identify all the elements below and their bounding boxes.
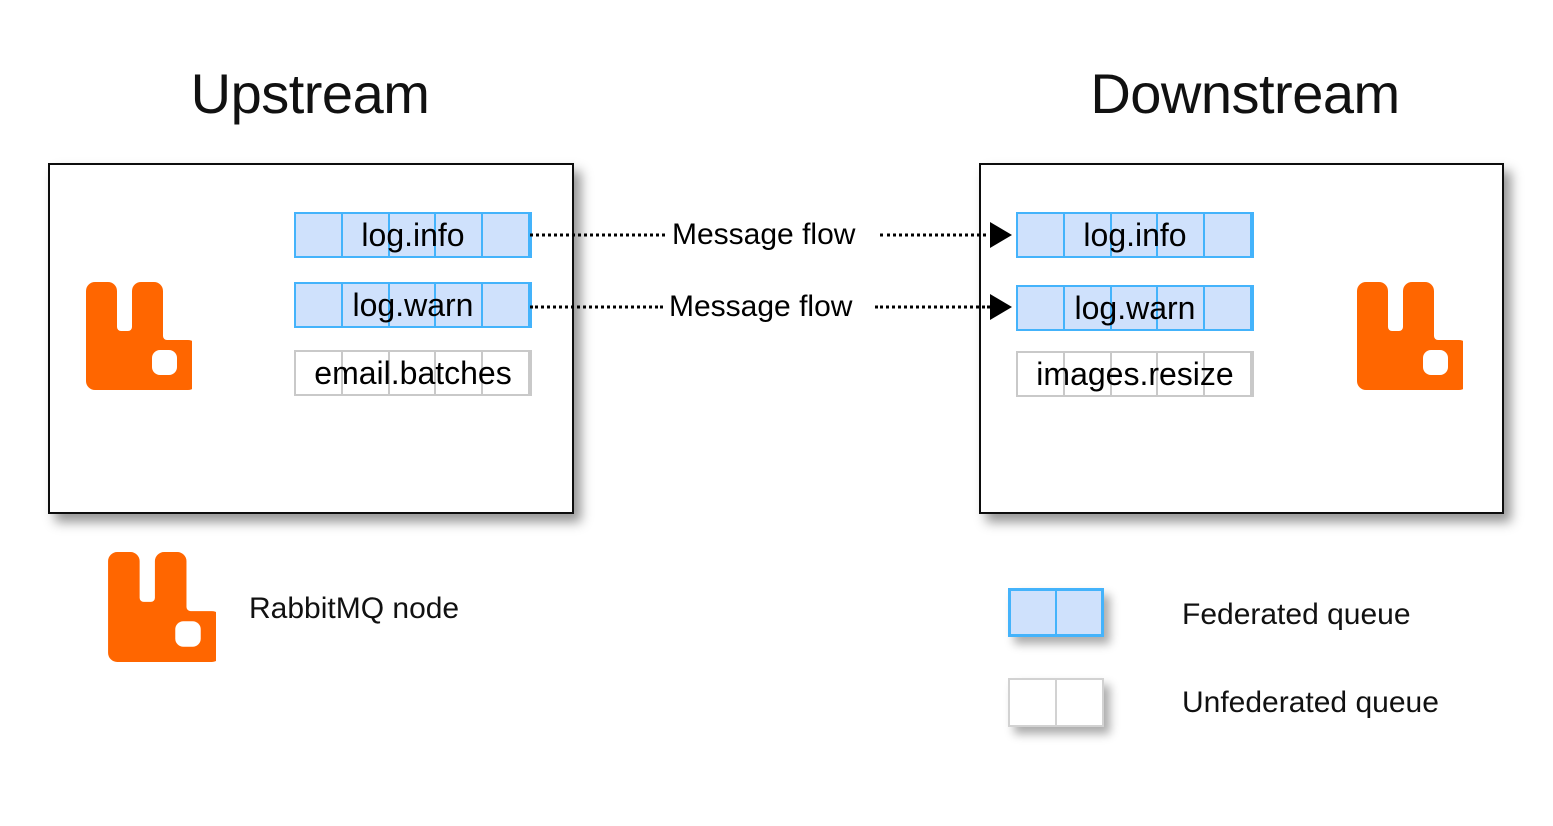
queue-cell bbox=[1018, 287, 1065, 329]
legend-unfederated-queue-swatch bbox=[1008, 678, 1104, 727]
legend-rabbitmq-logo-icon bbox=[108, 552, 216, 662]
queue-cell bbox=[1065, 214, 1112, 256]
queue-cell bbox=[296, 284, 343, 326]
flow-dotted-line-right bbox=[875, 305, 990, 309]
queue-email-batches-upstream[interactable]: email.batches bbox=[294, 350, 532, 396]
downstream-title: Downstream bbox=[1090, 62, 1400, 125]
flow-arrow-icon bbox=[990, 294, 1012, 320]
queue-cell bbox=[1205, 353, 1252, 395]
flow-dotted-line-left bbox=[530, 305, 663, 309]
queue-cell bbox=[1065, 287, 1112, 329]
legend-label-federated-queue: Federated queue bbox=[1182, 598, 1411, 631]
legend-label-unfederated-queue: Unfederated queue bbox=[1182, 686, 1439, 719]
upstream-title: Upstream bbox=[190, 62, 430, 125]
queue-log-warn-upstream[interactable]: log.warn bbox=[294, 282, 532, 328]
queue-cell bbox=[1158, 353, 1206, 395]
queue-log-warn-downstream[interactable]: log.warn bbox=[1016, 285, 1254, 331]
queue-cell bbox=[1112, 214, 1159, 256]
message-flow-label: Message flow bbox=[672, 218, 856, 251]
queue-log-info-upstream[interactable]: log.info bbox=[294, 212, 532, 258]
queue-cell bbox=[1112, 287, 1159, 329]
swatch-cell bbox=[1011, 591, 1057, 634]
queue-cell bbox=[436, 352, 484, 394]
queue-cell bbox=[1158, 214, 1206, 256]
queue-cell bbox=[483, 284, 530, 326]
swatch-cell bbox=[1057, 680, 1102, 725]
queue-cell bbox=[390, 352, 437, 394]
legend-label-rabbitmq-node: RabbitMQ node bbox=[249, 592, 460, 625]
queue-cell bbox=[436, 284, 484, 326]
queue-cell bbox=[343, 284, 390, 326]
message-flow-log-info: Message flow bbox=[530, 215, 1020, 255]
queue-cell bbox=[390, 214, 437, 256]
swatch-cell bbox=[1057, 591, 1101, 634]
flow-dotted-line-right bbox=[880, 233, 993, 237]
queue-cell bbox=[436, 214, 484, 256]
rabbitmq-logo-icon bbox=[1357, 282, 1463, 390]
queue-cell bbox=[1205, 214, 1252, 256]
queue-cell bbox=[1065, 353, 1112, 395]
legend-federated-queue-swatch bbox=[1008, 588, 1104, 637]
queue-cell bbox=[1018, 353, 1065, 395]
queue-cell bbox=[1205, 287, 1252, 329]
queue-cell bbox=[483, 214, 530, 256]
swatch-cell bbox=[1010, 680, 1057, 725]
rabbitmq-logo-icon bbox=[86, 282, 192, 390]
queue-images-resize-downstream[interactable]: images.resize bbox=[1016, 351, 1254, 397]
queue-cell bbox=[1158, 287, 1206, 329]
queue-cell bbox=[483, 352, 530, 394]
queue-cell bbox=[343, 214, 390, 256]
message-flow-log-warn: Message flow bbox=[530, 287, 1020, 327]
queue-cell bbox=[296, 352, 343, 394]
flow-arrow-icon bbox=[990, 222, 1012, 248]
queue-cell bbox=[1018, 214, 1065, 256]
queue-log-info-downstream[interactable]: log.info bbox=[1016, 212, 1254, 258]
flow-dotted-line-left bbox=[530, 233, 665, 237]
queue-cell bbox=[390, 284, 437, 326]
queue-cell bbox=[1112, 353, 1159, 395]
queue-cell bbox=[296, 214, 343, 256]
queue-cell bbox=[343, 352, 390, 394]
message-flow-label: Message flow bbox=[669, 290, 853, 323]
